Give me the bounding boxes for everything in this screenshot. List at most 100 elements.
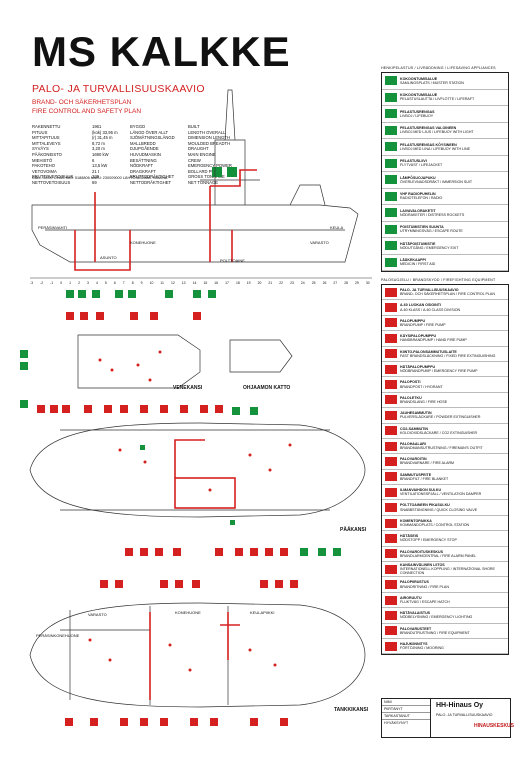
legend-subtext: VENTILATIONSSPJÄLL / VENTILATION DAMPER [400, 492, 482, 497]
tb-l1: NIMI [382, 699, 430, 706]
title-block: NIMI PIIRTÄNYT TARKASTANUT HYVÄKSYNYT HH… [381, 698, 514, 738]
legend-subtext: BRANDFILT / FIRE BLANKET [400, 476, 449, 481]
frame-tick: 14 [192, 281, 197, 285]
spec-cell: EMERGENCY POWER [188, 163, 232, 169]
legend-symbol-icon [385, 349, 397, 359]
subtitle-fi: PALO- JA TURVALLISUUSKAAVIO [32, 83, 205, 95]
frame-tick: 2 [78, 281, 80, 285]
frame-tick: 15 [203, 281, 208, 285]
spec-cell: GROSS TONNAGE [188, 174, 225, 180]
frame-tick: 22 [279, 281, 284, 285]
legend-symbol-icon [385, 395, 397, 405]
frame-tick: 13 [181, 281, 186, 285]
tb-l4: HYVÄKSYNYT [384, 721, 409, 725]
tb-note: PALO- JA TURVALLISUUSKAAVIO [436, 713, 493, 717]
label-ohjaamo: OHJAAMON KATTO [243, 385, 291, 391]
legend-symbol-icon [385, 109, 397, 119]
legend-subtext: KOMMANDOPLATS / CONTROL STATION [400, 523, 470, 528]
legend-symbol-icon [385, 564, 397, 574]
frame-tick: 26 [322, 281, 327, 285]
subtitle-sv: BRAND- OCH SÄKERHETSPLAN [32, 99, 132, 106]
legend-subtext: LIVBOJ / LIFEBUOY [400, 113, 434, 118]
spec-cell: MITTAPITUUS [32, 135, 60, 141]
legend-symbol-icon [385, 410, 397, 420]
legend-subtext: NÖDUTGÅNG / EMERGENCY EXIT [400, 245, 459, 250]
spec-cell: (kok) 33,95 m [92, 129, 118, 135]
legend-subtext: FLYTVÄST / LIFEJACKET [400, 163, 443, 168]
legend-subtext: LIVBOJ MED LINA / LIFEBUOY WITH LINE [400, 146, 471, 151]
legend-subtext: INTERNATIONELL KOPPLING / INTERNATIONAL … [400, 567, 495, 576]
spec-cell: BOLLARD PULL [188, 168, 220, 174]
spec-cell: NÖDKRAFT [130, 163, 154, 169]
frame-tick: 28 [344, 281, 348, 285]
frame-tick: 16 [214, 281, 219, 285]
tb-l3: TARKASTANUT [382, 713, 430, 720]
spec-cell: DIMENSION LENGTH [188, 135, 230, 141]
spec-cell: CREW [188, 157, 201, 163]
frame-tick: 8 [131, 281, 134, 285]
legend-subtext: HANDBRANDPUMP / HAND FIRE PUMP [400, 338, 467, 343]
label-venekansi: VENEKANSI [173, 385, 203, 391]
label-asu: ASUNTO [100, 255, 117, 260]
label-lower-varasto: VARASTO [88, 612, 107, 617]
legend-subtext: SNABBSTÄNGNING / QUICK CLOSING VALVE [400, 507, 478, 512]
frame-tick: 21 [268, 281, 273, 285]
legend-subtext: BRANDVARNARE / FIRE ALARM [400, 461, 455, 466]
label-tankkikansi: TANKKIKANSI [334, 707, 369, 713]
frame-tick: 5 [104, 281, 107, 285]
frame-tick: 12 [170, 281, 175, 285]
spec-cell: VETOVOIMA [32, 168, 57, 174]
label-lower-kone: KONEHUONE [175, 610, 201, 615]
spec-cell: NETTOVETOISUUS [32, 179, 71, 185]
legend-symbol-icon [385, 610, 397, 620]
legend-subtext: PULVERSLÄCKARE / POWDER EXTINGUISHER [400, 415, 481, 420]
frame-tick: 27 [333, 281, 338, 285]
frame-tick: 6 [113, 281, 116, 285]
legend-subtext: FÖRTÖJNING / MOORING [400, 646, 444, 651]
spec-cell: 6 [92, 157, 95, 163]
spec-cell: MALLBREDD [130, 140, 156, 146]
legend-subtext: BRANDLARMCENTRAL / FIRE ALARM PANEL [400, 553, 477, 558]
spec-cell: SJÖMÄTNINGSLÄNGD [130, 135, 175, 141]
legend-subtext: BRANDUTRUSTNING / FIRE EQUIPMENT [400, 630, 470, 635]
spec-cell: 8,72 m [92, 140, 105, 146]
spec-cell: 21 t [92, 168, 99, 174]
legend-subtext: BRANDSLANG / FIRE HOSE [400, 399, 448, 404]
spec-cell: 1690 kW [92, 151, 109, 157]
legend-subtext: NÖDBRANDPUMP / EMERGENCY FIRE PUMP [400, 369, 478, 374]
